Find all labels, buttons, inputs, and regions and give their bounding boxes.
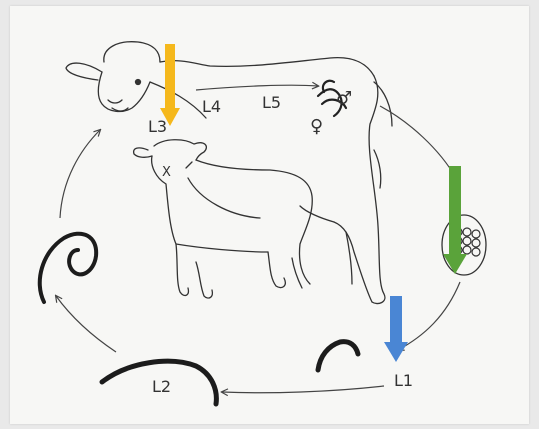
label-l4: L4 xyxy=(202,97,221,116)
larva-l3-coil-drawing xyxy=(40,234,96,302)
green-arrow xyxy=(443,166,467,274)
label-l1: L1 xyxy=(394,371,413,390)
egg-cluster-drawing xyxy=(442,215,486,275)
blue-arrow xyxy=(384,296,408,362)
label-x: X xyxy=(162,165,171,180)
cow-drawing xyxy=(66,42,392,304)
label-l3: L3 xyxy=(148,117,167,136)
sheep-drawing xyxy=(134,140,313,298)
label-l5: L5 xyxy=(262,93,281,112)
yellow-arrow xyxy=(160,44,180,126)
larva-l1-drawing xyxy=(318,342,358,370)
label-l2: L2 xyxy=(152,377,171,396)
female-symbol: ♀ xyxy=(310,116,323,137)
male-symbol: ♂ xyxy=(336,88,352,109)
